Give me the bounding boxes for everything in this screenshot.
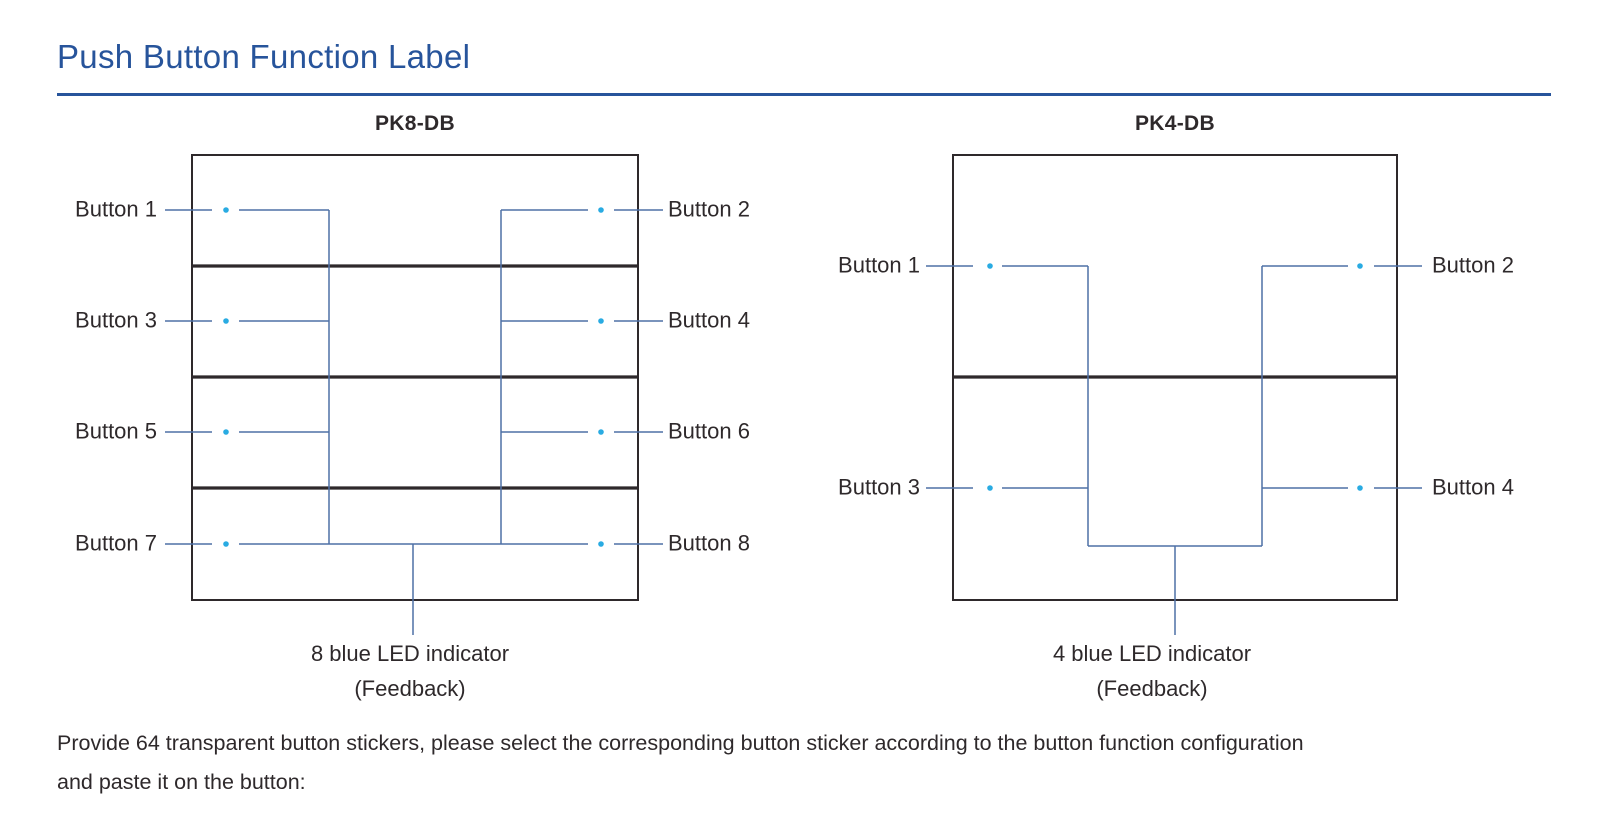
pk4-button-1-label: Button 1	[838, 252, 920, 278]
pk8-button-6-label: Button 6	[668, 418, 750, 444]
pk4-led-dot	[1357, 485, 1363, 491]
sticker-note-line2: and paste it on the button:	[57, 770, 306, 794]
pk8-led-dot	[598, 318, 604, 324]
pk4-led-dot	[987, 263, 993, 269]
pk4-collector-lines	[1087, 266, 1263, 547]
pk4-led-caption-line1: 4 blue LED indicator	[1052, 641, 1252, 666]
pk4-title: PK4-DB	[1135, 112, 1215, 135]
pk4-led-caption-line2: (Feedback)	[1096, 676, 1208, 701]
pk8-led-dot	[598, 429, 604, 435]
pk8-collector-lines	[328, 210, 502, 544]
pk8-diagram	[165, 154, 663, 635]
pk8-led-caption-line1: 8 blue LED indicator	[310, 641, 510, 666]
sticker-note-line1: Provide 64 transparent button stickers, …	[57, 731, 1304, 755]
pk8-button-2-label: Button 2	[668, 196, 750, 222]
pk8-led-dots	[223, 207, 604, 547]
pk8-button-3-label: Button 3	[75, 307, 157, 333]
pk8-button-7-label: Button 7	[75, 530, 157, 556]
pk4-led-dot	[987, 485, 993, 491]
pk4-panel-outline	[952, 154, 1398, 601]
pk4-button-4-label: Button 4	[1432, 474, 1514, 500]
pk8-panel-outline	[191, 154, 639, 601]
pk8-led-dot	[223, 429, 229, 435]
pk8-led-caption-line2: (Feedback)	[354, 676, 466, 701]
pk4-diagram	[926, 154, 1422, 635]
pk4-callout-lines	[926, 265, 1422, 489]
pk8-callout-lines	[165, 209, 663, 545]
pk8-led-dot	[223, 541, 229, 547]
pk8-title: PK8-DB	[375, 112, 455, 135]
pk8-led-dot	[223, 318, 229, 324]
pk8-panel-dividers	[192, 264, 638, 490]
pk8-button-8-label: Button 8	[668, 530, 750, 556]
pk8-led-dot	[223, 207, 229, 213]
title-rule	[57, 93, 1551, 96]
pk4-led-caption: 4 blue LED indicator (Feedback)	[952, 636, 1352, 706]
pk8-led-dot	[598, 207, 604, 213]
pk4-button-3-label: Button 3	[838, 474, 920, 500]
sticker-note-paragraph: Provide 64 transparent button stickers, …	[57, 724, 1537, 802]
pk8-led-dot	[598, 541, 604, 547]
pk4-button-2-label: Button 2	[1432, 252, 1514, 278]
pk8-button-5-label: Button 5	[75, 418, 157, 444]
pk8-led-caption: 8 blue LED indicator (Feedback)	[210, 636, 610, 706]
page-title: Push Button Function Label	[57, 38, 471, 75]
pk4-led-dots	[987, 263, 1363, 491]
pk4-led-dot	[1357, 263, 1363, 269]
pk8-button-1-label: Button 1	[75, 196, 157, 222]
pk8-button-4-label: Button 4	[668, 307, 750, 333]
